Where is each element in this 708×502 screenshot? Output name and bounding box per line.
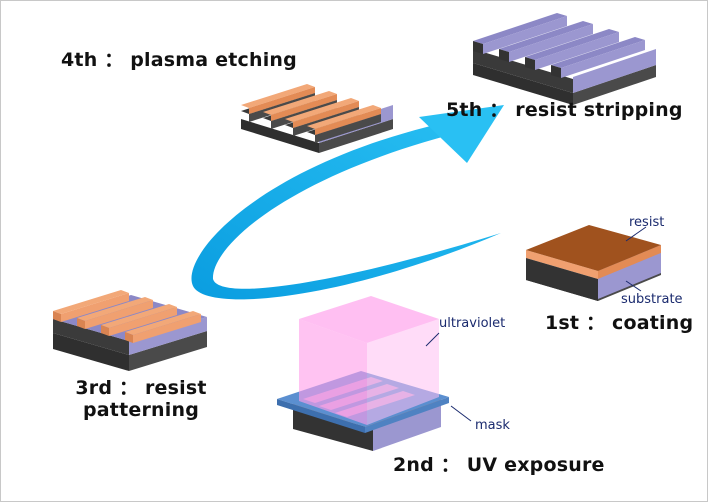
- uv-exposure-assembly: [277, 296, 449, 451]
- patterned-resist-stack: [53, 290, 207, 371]
- process-flow-arrow: [191, 105, 504, 300]
- mask-callout-line: [450, 405, 472, 422]
- step-1-label: 1st ： coating: [545, 312, 694, 334]
- substrate-callout-line: [625, 280, 642, 292]
- step-5-label: 5th ： resist stripping: [446, 99, 683, 121]
- resist-callout-line: [625, 226, 647, 242]
- stripped-etched-stack: [473, 13, 656, 105]
- coating-stack: [526, 225, 661, 301]
- ultraviolet-callout: ultraviolet: [439, 316, 506, 331]
- step-3-label-line2: patterning: [82, 399, 199, 421]
- step-2-label: 2nd ： UV exposure: [393, 454, 605, 476]
- etched-stack-with-resist: [241, 84, 393, 153]
- resist-callout: resist: [629, 215, 665, 230]
- ultraviolet-callout-line: [425, 332, 440, 347]
- substrate-callout: substrate: [621, 292, 683, 307]
- step-3-label: 3rd ： resist patterning: [61, 377, 221, 421]
- mask-callout: mask: [475, 418, 510, 433]
- step-3-label-line1: 3rd ： resist: [75, 377, 207, 399]
- step-4-label: 4th ： plasma etching: [61, 49, 297, 71]
